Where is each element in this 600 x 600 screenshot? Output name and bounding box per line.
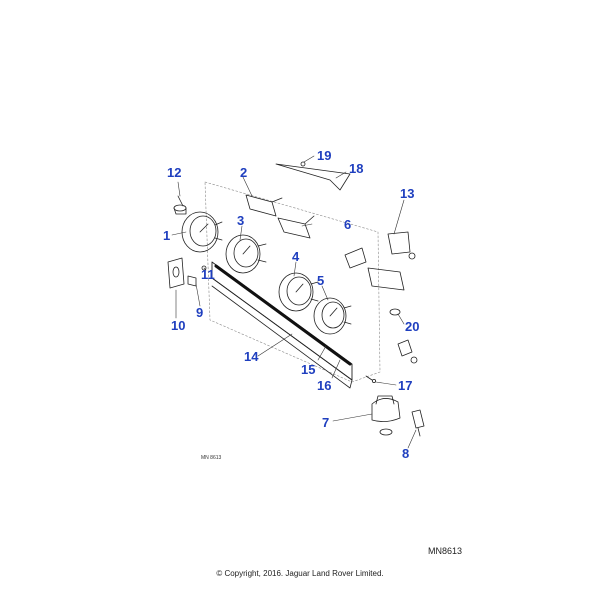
gauge-1 xyxy=(181,211,223,253)
bracket-right xyxy=(344,247,405,291)
callout-19: 19 xyxy=(317,148,332,163)
callout-3: 3 xyxy=(237,213,245,228)
callout-20: 20 xyxy=(405,319,420,334)
component-7 xyxy=(371,395,401,436)
callout-13: 13 xyxy=(400,186,415,201)
callout-4: 4 xyxy=(292,249,300,264)
reference-number: MN8613 xyxy=(428,546,463,556)
copyright-notice: © Copyright, 2016. Jaguar Land Rover Lim… xyxy=(216,569,384,578)
callout-14: 14 xyxy=(244,349,259,364)
callout-11: 11 xyxy=(201,267,215,282)
screw-17 xyxy=(365,375,376,383)
gauge-4 xyxy=(278,272,319,312)
small-parts-20 xyxy=(389,308,418,364)
drawing-stamp: MN 8613 xyxy=(201,455,222,461)
strap-18 xyxy=(275,161,351,191)
leader-lines xyxy=(171,155,417,449)
callout-9: 9 xyxy=(196,305,204,320)
callout-1: 1 xyxy=(163,228,171,243)
plate-10 xyxy=(167,257,185,289)
callout-8: 8 xyxy=(402,446,410,461)
callout-5: 5 xyxy=(317,273,325,288)
callout-6: 6 xyxy=(344,217,352,232)
knob-12 xyxy=(173,195,187,215)
callout-7: 7 xyxy=(322,415,330,430)
callout-2: 2 xyxy=(240,165,248,180)
callout-18: 18 xyxy=(349,161,364,176)
instrument-panel xyxy=(204,181,381,383)
clip-9 xyxy=(187,265,207,287)
bracket-6 xyxy=(277,215,315,239)
callout-17: 17 xyxy=(398,378,413,393)
callout-15: 15 xyxy=(301,362,316,377)
switch-13 xyxy=(387,231,416,260)
component-8 xyxy=(411,409,425,437)
callout-12: 12 xyxy=(167,165,182,180)
gauge-5 xyxy=(313,297,352,335)
gauge-3 xyxy=(225,234,267,274)
callout-10: 10 xyxy=(171,318,186,333)
callout-16: 16 xyxy=(317,378,332,393)
bracket-2 xyxy=(245,194,283,217)
trim-rail xyxy=(211,261,353,389)
